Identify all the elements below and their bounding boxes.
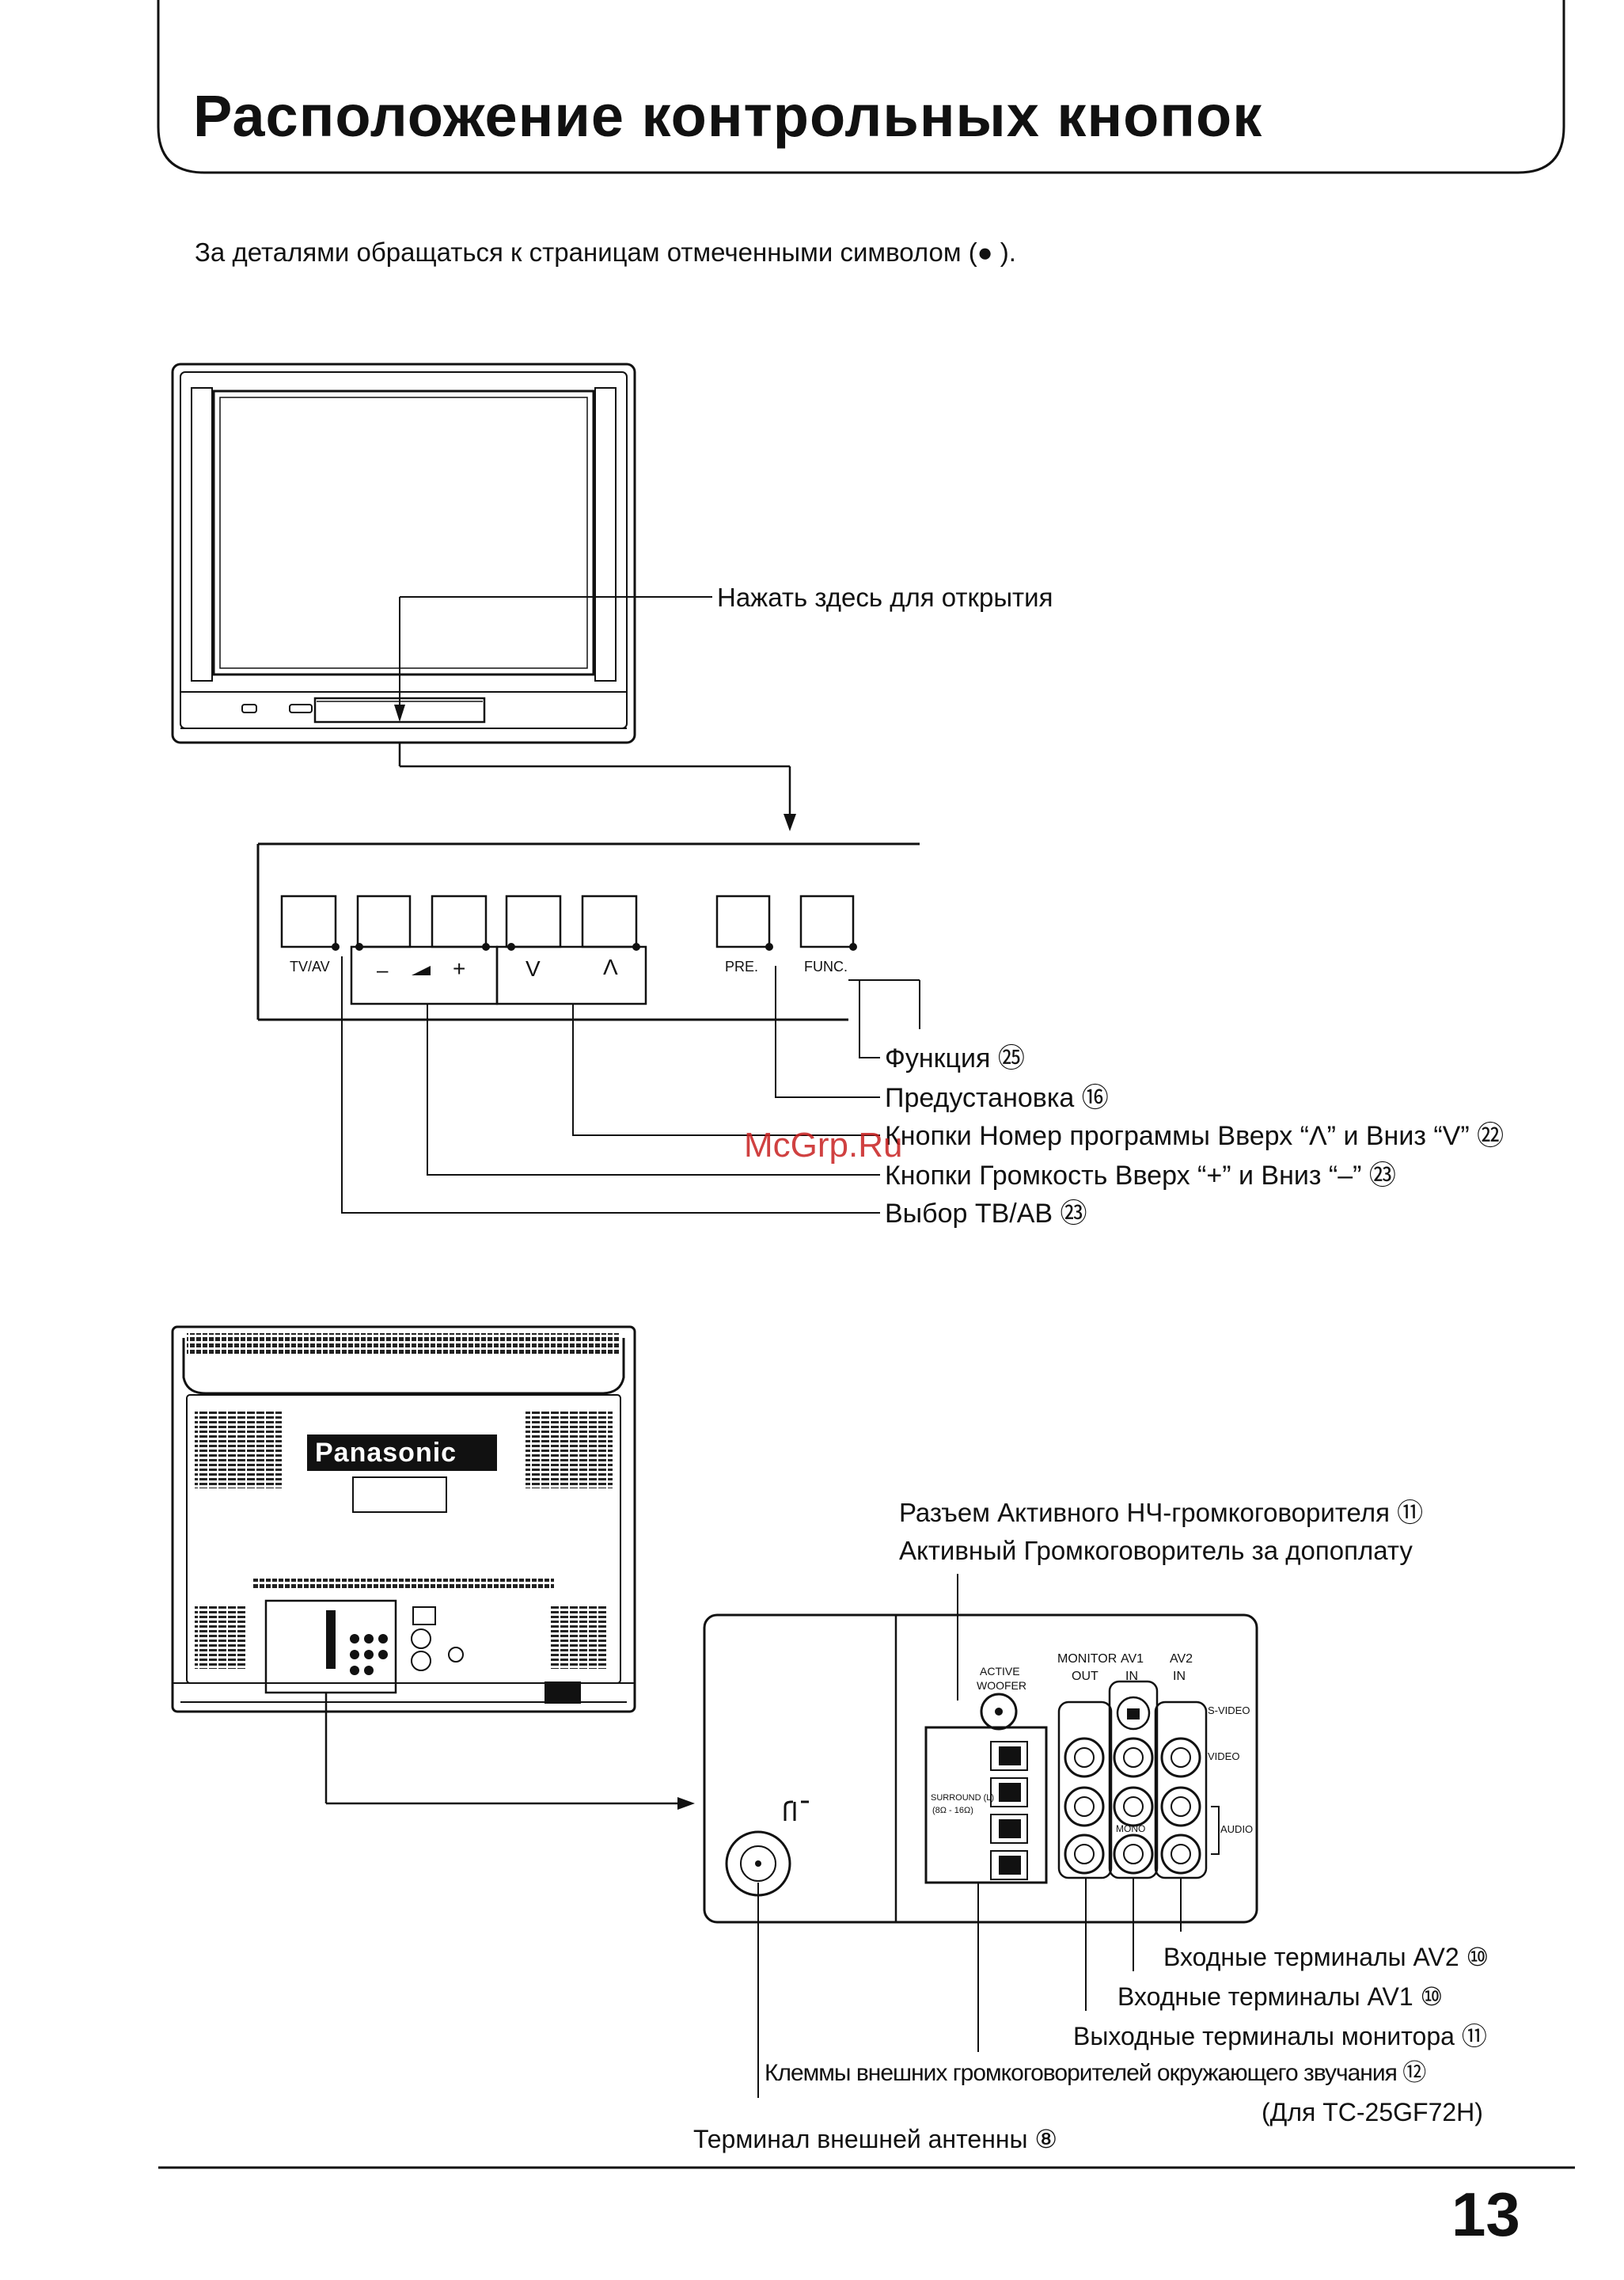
label-av2-2: IN (1173, 1670, 1186, 1683)
label-active-woofer-1: ACTIVE (980, 1665, 1020, 1678)
callout-tvav-select: Выбор ТВ/АВ ㉓ (885, 1199, 1087, 1229)
label-av1-2: IN (1125, 1670, 1138, 1683)
callout-av1-inputs: Входные терминалы AV1 ⑩ (1117, 1982, 1444, 2011)
button-label-vol-minus: – (377, 958, 389, 982)
label-active-woofer-2: WOOFER (977, 1679, 1026, 1692)
label-video: VIDEO (1208, 1750, 1240, 1762)
intro-text: За деталями обращаться к страницам отмеч… (195, 238, 1016, 267)
label-monitor-out-1: MONITOR (1057, 1652, 1117, 1666)
page-title: Расположение контрольных кнопок (193, 83, 1263, 149)
callout-preset: Предустановка ⑯ (885, 1083, 1109, 1113)
brand-logo: Panasonic (315, 1438, 457, 1468)
callout-program-buttons: Кнопки Номер программы Вверх “Λ” и Вниз … (885, 1121, 1504, 1151)
callout-function: Функция ㉕ (885, 1043, 1025, 1074)
open-door-label: Нажать здесь для открытия (717, 583, 1053, 612)
callout-model-note: (Для TC-25GF72H) (1262, 2098, 1483, 2126)
callout-monitor-outputs: Выходные терминалы монитора ⑪ (1073, 2022, 1487, 2050)
label-mono: MONO (1116, 1823, 1146, 1834)
label-svideo: S-VIDEO (1208, 1704, 1250, 1716)
watermark: McGrp.Ru (744, 1126, 903, 1165)
callout-surround-speakers: Клеммы внешних громкоговорителей окружаю… (765, 2060, 1426, 2086)
button-label-tvav: TV/AV (290, 959, 330, 975)
callout-antenna: Терминал внешней антенны ⑧ (693, 2125, 1058, 2153)
label-monitor-out-2: OUT (1072, 1670, 1098, 1683)
label-surround-ohm: (8Ω - 16Ω) (932, 1806, 973, 1815)
callout-volume-buttons: Кнопки Громкость Вверх “+” и Вниз “–” ㉓ (885, 1161, 1396, 1191)
button-label-vol-plus: + (453, 956, 466, 981)
button-label-pre: PRE. (725, 959, 759, 975)
callout-av2-inputs: Входные терминалы AV2 ⑩ (1163, 1943, 1489, 1971)
button-label-prog-down: V (526, 956, 541, 981)
page-number: 13 (1451, 2179, 1520, 2249)
label-av2-1: AV2 (1170, 1652, 1193, 1666)
label-av1-1: AV1 (1121, 1652, 1144, 1666)
button-label-prog-up: Λ (603, 955, 618, 979)
header-frame (157, 0, 1565, 174)
button-label-func: FUNC. (804, 959, 848, 975)
callout-woofer-jack: Разъем Активного НЧ-громкоговорителя ⑪ (899, 1498, 1424, 1527)
label-audio: AUDIO (1220, 1823, 1254, 1835)
label-surround: SURROUND (L) (931, 1793, 995, 1803)
callout-woofer-note: Активный Громкоговоритель за допоплату (899, 1536, 1413, 1565)
